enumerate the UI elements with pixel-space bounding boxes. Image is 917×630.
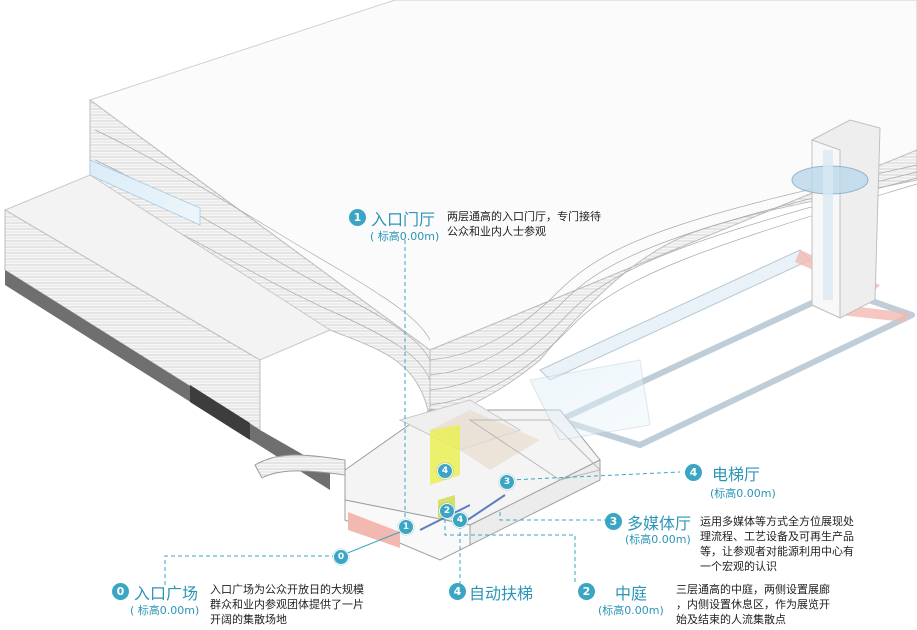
marker-elevator-hall: 4 [437, 463, 453, 479]
label-title: 电梯厅 [712, 465, 761, 484]
label-description: 三层通高的中庭，两侧设置展廊 ，内侧设置休息区，作为展览开 始及结束的人流集散点 [676, 583, 830, 626]
label-description: 运用多媒体等方式全方位展现处 理流程、工艺设备及可再生产品 等，让参观者对能源利… [700, 515, 854, 573]
label-elevation: (标高0.00m) [598, 604, 664, 617]
label-description: 两层通高的入口门厅，专门接待 公众和业内人士参观 [447, 210, 601, 238]
number-badge: 4 [449, 583, 466, 600]
label-description: 入口广场为公众开放日的大规模 群众和业内参观团体提供了一片 开阔的集散场地 [210, 583, 364, 626]
label-title: 自动扶梯 [469, 584, 534, 603]
label-elevation: (标高0.00m) [710, 487, 776, 500]
label-elevation: (标高0.00m) [625, 533, 691, 546]
leader-lines [164, 240, 681, 590]
marker-escalator: 4 [452, 512, 468, 528]
number-badge: 4 [685, 464, 702, 481]
marker-entrance-hall: 1 [398, 519, 414, 535]
number-badge: 1 [349, 209, 366, 226]
tower [791, 119, 881, 319]
entrance-pavilion [344, 359, 651, 561]
label-elevation: ( 标高0.00m) [130, 604, 200, 617]
marker-multimedia-hall: 3 [499, 474, 515, 490]
label-title: 多媒体厅 [627, 514, 692, 533]
label-title: 入口广场 [134, 584, 199, 603]
label-elevation: ( 标高0.00m) [370, 230, 440, 243]
number-badge: 2 [578, 583, 595, 600]
main-building [88, 0, 917, 421]
left-wing [3, 174, 346, 490]
label-title: 中庭 [615, 584, 648, 603]
number-badge: 0 [112, 583, 129, 600]
marker-atrium: 2 [439, 503, 455, 519]
number-badge: 3 [605, 513, 622, 530]
label-title: 入口门厅 [371, 210, 436, 229]
marker-entrance-plaza: 0 [333, 549, 349, 565]
